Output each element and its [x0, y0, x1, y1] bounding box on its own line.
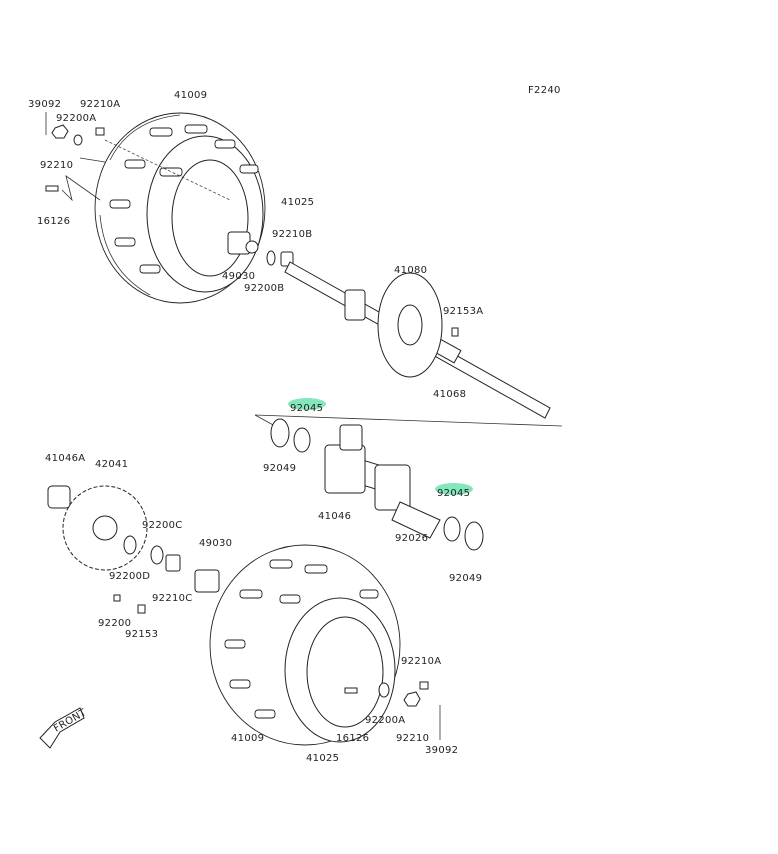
- label-92210-bottom[interactable]: 92210: [396, 733, 429, 744]
- label-92210[interactable]: 92210: [40, 160, 73, 171]
- seal-92049-b[interactable]: [464, 521, 484, 551]
- brake-disc-41080[interactable]: [344, 272, 443, 378]
- label-41068[interactable]: 41068: [433, 389, 466, 400]
- label-41046A[interactable]: 41046A: [45, 453, 85, 464]
- label-92200A-bottom[interactable]: 92200A: [365, 715, 405, 726]
- label-39092[interactable]: 39092: [28, 99, 61, 110]
- axle-housing-41046[interactable]: [324, 424, 411, 511]
- collar-92200C[interactable]: [150, 545, 164, 565]
- label-92200B[interactable]: 92200B: [244, 283, 284, 294]
- sprocket-42041[interactable]: [62, 485, 148, 571]
- label-92153A[interactable]: 92153A: [443, 306, 483, 317]
- label-92210B[interactable]: 92210B: [272, 229, 312, 240]
- label-92200A[interactable]: 92200A: [56, 113, 96, 124]
- label-49030[interactable]: 49030: [222, 271, 255, 282]
- cap-92210A[interactable]: [95, 127, 105, 136]
- collar-92200[interactable]: [113, 594, 121, 602]
- bearing-92045-a[interactable]: [293, 427, 311, 453]
- lower-wheel-tire[interactable]: [209, 544, 401, 746]
- label-92045-a[interactable]: 92045: [290, 403, 323, 414]
- upper-hub-49030[interactable]: [227, 231, 259, 255]
- label-92045-b[interactable]: 92045: [437, 488, 470, 499]
- bearing-92045-b[interactable]: [443, 516, 461, 542]
- label-41009-bottom[interactable]: 41009: [231, 733, 264, 744]
- label-41025[interactable]: 41025: [281, 197, 314, 208]
- label-92210A-bottom[interactable]: 92210A: [401, 656, 441, 667]
- label-92049-a[interactable]: 92049: [263, 463, 296, 474]
- label-92200C[interactable]: 92200C: [142, 520, 183, 531]
- label-41025-bottom[interactable]: 41025: [306, 753, 339, 764]
- label-16126-bottom[interactable]: 16126: [336, 733, 369, 744]
- bolt-92153A[interactable]: [451, 327, 459, 337]
- label-41080[interactable]: 41080: [394, 265, 427, 276]
- valve-16126[interactable]: [45, 185, 59, 192]
- bolt-92153[interactable]: [137, 604, 146, 614]
- highlight-92045-a: [288, 398, 326, 410]
- collar-92200B[interactable]: [266, 250, 276, 266]
- nut-92210-bottom[interactable]: [403, 691, 421, 707]
- label-92200D[interactable]: 92200D: [109, 571, 150, 582]
- label-92049-b[interactable]: 92049: [449, 573, 482, 584]
- label-92210A[interactable]: 92210A: [80, 99, 120, 110]
- label-41046[interactable]: 41046: [318, 511, 351, 522]
- cap-92210A-bottom[interactable]: [419, 681, 429, 690]
- label-39092-bottom[interactable]: 39092: [425, 745, 458, 756]
- label-49030-bottom[interactable]: 49030: [199, 538, 232, 549]
- lower-hub-49030[interactable]: [194, 569, 220, 593]
- sleeve-92026[interactable]: [391, 501, 441, 539]
- valve-16126-bottom[interactable]: [344, 687, 358, 694]
- hub-41046A[interactable]: [47, 485, 71, 509]
- label-92200[interactable]: 92200: [98, 618, 131, 629]
- nut-92210C[interactable]: [165, 554, 181, 572]
- collar-92200D[interactable]: [123, 535, 137, 555]
- washer-92200A[interactable]: [73, 134, 83, 146]
- label-92026[interactable]: 92026: [395, 533, 428, 544]
- highlight-92045-b: [435, 483, 473, 495]
- label-92153[interactable]: 92153: [125, 629, 158, 640]
- front-arrow-icon: FRONT: [39, 707, 89, 749]
- label-42041[interactable]: 42041: [95, 459, 128, 470]
- label-92210C[interactable]: 92210C: [152, 593, 193, 604]
- label-16126[interactable]: 16126: [37, 216, 70, 227]
- washer-92200A-bottom[interactable]: [378, 682, 390, 698]
- seal-92049-a[interactable]: [270, 418, 290, 448]
- label-41009[interactable]: 41009: [174, 90, 207, 101]
- nut-92210[interactable]: [51, 124, 69, 139]
- svg-text:FRONT: FRONT: [52, 707, 89, 735]
- figure-code: F2240: [528, 85, 561, 96]
